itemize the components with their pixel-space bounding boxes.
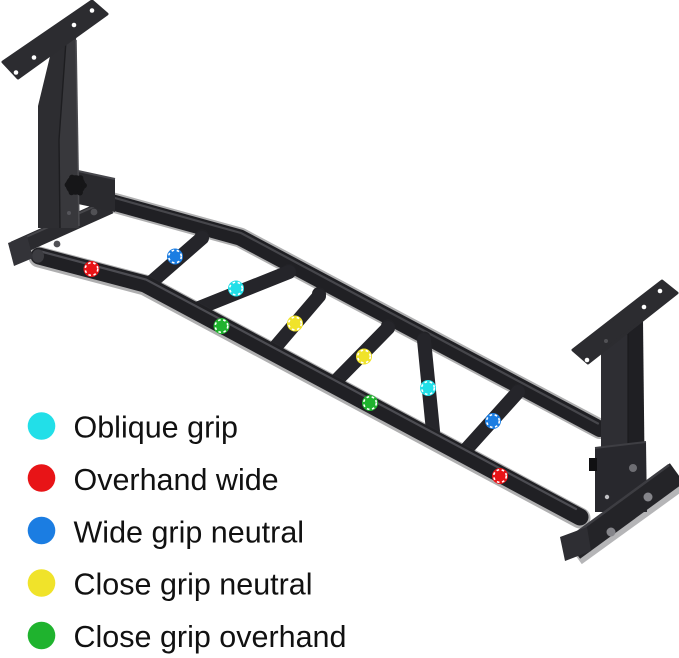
svg-text:Close grip neutral: Close grip neutral	[74, 568, 313, 602]
svg-text:Close grip overhand: Close grip overhand	[74, 620, 347, 654]
svg-text:Overhand wide: Overhand wide	[74, 463, 279, 497]
svg-text:Oblique grip: Oblique grip	[74, 411, 238, 445]
svg-text:Wide grip neutral: Wide grip neutral	[74, 515, 305, 549]
